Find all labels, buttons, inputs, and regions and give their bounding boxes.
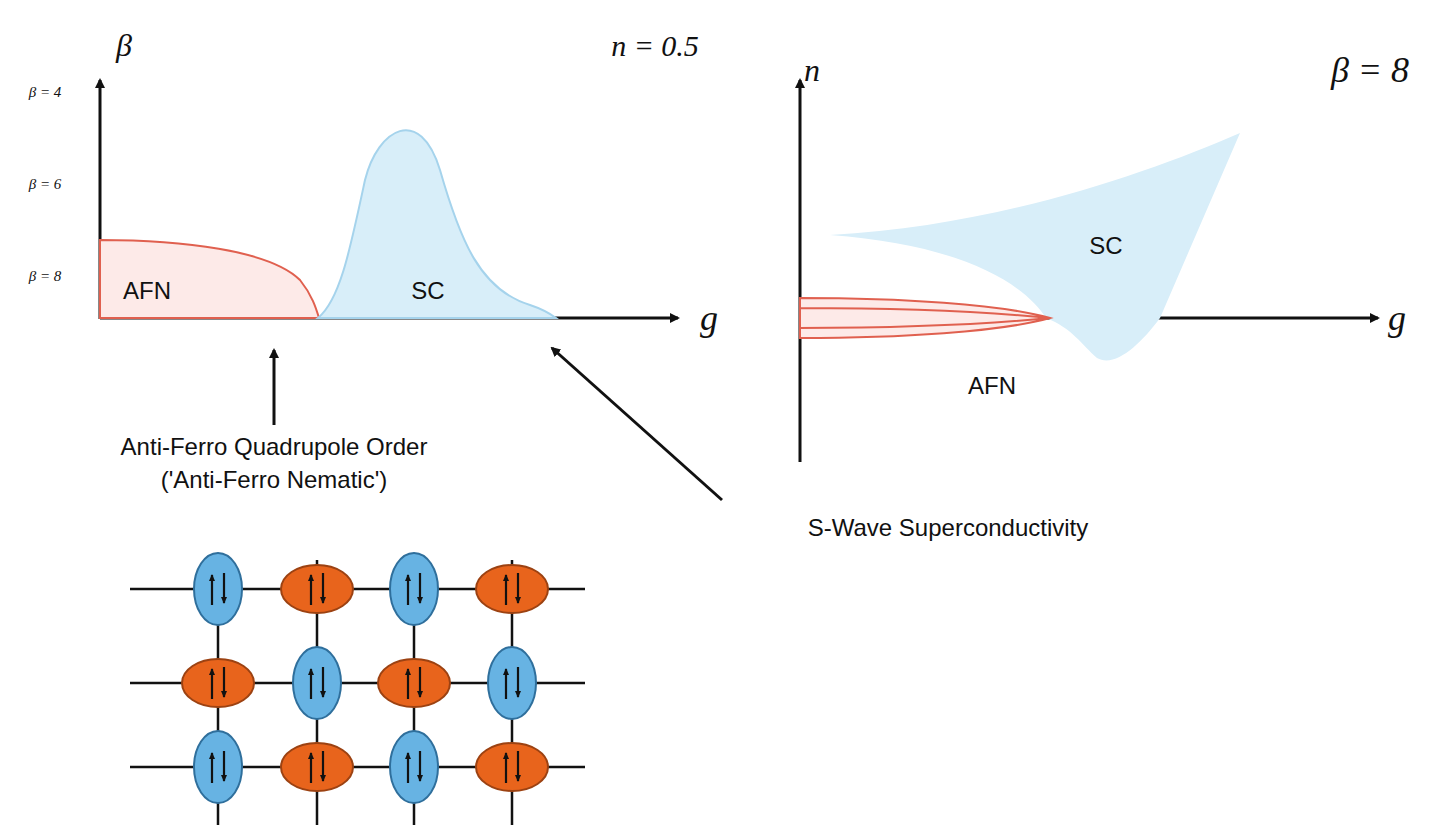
tick-label: β = 4 — [29, 84, 62, 101]
spin-down — [322, 751, 324, 781]
axis-label: g — [700, 297, 718, 339]
spin-down — [322, 667, 324, 697]
spin-up — [407, 669, 409, 699]
spin-down — [322, 573, 324, 603]
orange-site — [378, 659, 450, 707]
annotation: Anti-Ferro Quadrupole Order — [121, 433, 428, 461]
spin-down — [517, 667, 519, 697]
spin-down — [517, 573, 519, 603]
spin-up — [211, 753, 213, 783]
orange-site — [476, 565, 548, 613]
spin-down — [419, 751, 421, 781]
spin-up — [407, 753, 409, 783]
blue-site — [194, 731, 242, 803]
spin-up — [310, 575, 312, 605]
axis-label: g — [1388, 297, 1406, 339]
leader-arrow — [273, 350, 276, 425]
spin-up — [310, 753, 312, 783]
tick-label: β = 8 — [29, 268, 62, 285]
spin-down — [419, 573, 421, 603]
orange-site — [182, 659, 254, 707]
region-label: SC — [411, 277, 444, 305]
parameter-note: n = 0.5 — [611, 29, 699, 63]
leader-arrow — [552, 348, 722, 500]
axis-label: n — [804, 52, 820, 89]
region-label: AFN — [968, 372, 1016, 400]
spin-down — [419, 667, 421, 697]
spin-up — [211, 669, 213, 699]
annotation: S-Wave Superconductivity — [808, 514, 1089, 542]
annotation: ('Anti-Ferro Nematic') — [161, 466, 388, 494]
blue-site — [194, 553, 242, 625]
orange-site — [281, 743, 353, 791]
spin-up — [505, 753, 507, 783]
spin-down — [517, 751, 519, 781]
afn-region: AFN — [800, 296, 1052, 340]
afn-region: AFN — [100, 238, 320, 320]
region-shape — [800, 296, 1052, 340]
parameter-note: β = 8 — [1331, 49, 1409, 91]
spin-up — [505, 575, 507, 605]
axis-label: β — [116, 27, 132, 64]
lattice-illustration — [130, 553, 585, 825]
region-outline — [800, 298, 1050, 338]
region-label: SC — [1089, 232, 1122, 260]
blue-site — [293, 647, 341, 719]
left-axes — [100, 80, 678, 319]
blue-site — [488, 647, 536, 719]
sc-region: SC — [318, 120, 558, 320]
spin-up — [310, 669, 312, 699]
spin-down — [223, 573, 225, 603]
tick-label: β = 6 — [29, 176, 62, 193]
spin-up — [211, 575, 213, 605]
blue-site — [390, 553, 438, 625]
right-axes — [800, 80, 1378, 462]
orange-site — [281, 565, 353, 613]
spin-up — [407, 575, 409, 605]
spin-up — [505, 669, 507, 699]
region-outline — [318, 130, 556, 318]
region-outline — [100, 240, 319, 318]
orange-site — [476, 743, 548, 791]
region-label: AFN — [123, 277, 171, 305]
spin-down — [223, 751, 225, 781]
spin-down — [223, 667, 225, 697]
blue-site — [390, 731, 438, 803]
